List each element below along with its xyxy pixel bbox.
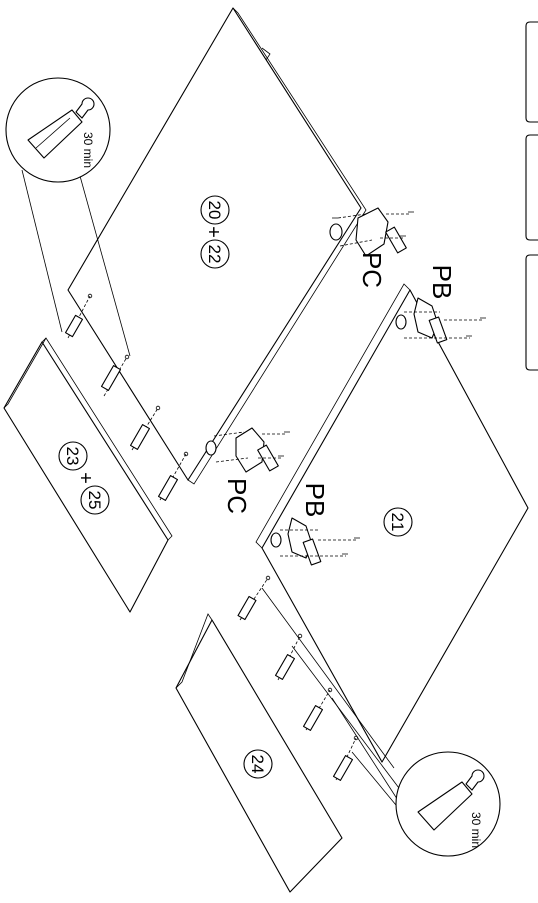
hinge-upper-right bbox=[329, 207, 414, 257]
glue-callout-bottom bbox=[261, 587, 501, 857]
glue-time: 30 min bbox=[81, 132, 95, 168]
hinge-lower-left bbox=[270, 517, 360, 566]
glue-time: 30 min bbox=[469, 812, 483, 848]
hinge-label: PB bbox=[427, 265, 457, 300]
dowel-icon bbox=[64, 314, 84, 338]
hinge-label: PC bbox=[222, 478, 252, 514]
side-tab-2 bbox=[525, 134, 538, 241]
part-number: 22 bbox=[205, 245, 224, 264]
dowel-icon bbox=[237, 595, 257, 621]
hinge-upper-left bbox=[205, 427, 290, 473]
part-number: 25 bbox=[85, 491, 104, 510]
side-tab-1 bbox=[525, 21, 538, 123]
label-lower-door: 21 bbox=[383, 507, 413, 537]
upper-dowels bbox=[64, 295, 187, 501]
hinge-lower-right bbox=[395, 297, 486, 344]
hinge-label: PB bbox=[300, 483, 330, 518]
label-upper-door: 20 + 22 bbox=[200, 195, 230, 269]
dowel-icon bbox=[157, 475, 179, 501]
plus-sign: + bbox=[74, 472, 96, 484]
side-tabs bbox=[525, 21, 538, 371]
glue-bottle-icon bbox=[417, 781, 473, 831]
dowel-icon bbox=[129, 424, 151, 450]
part-number: 21 bbox=[388, 513, 407, 532]
dowel-icon bbox=[274, 654, 296, 680]
dowel-icon bbox=[302, 705, 324, 731]
glue-callout-top bbox=[5, 77, 131, 357]
dowel-icon bbox=[332, 755, 354, 781]
glue-bottle-icon bbox=[27, 109, 83, 159]
plus-sign: + bbox=[202, 226, 224, 238]
part-number: 24 bbox=[248, 755, 267, 774]
label-upper-side: 23 + 25 bbox=[58, 441, 110, 515]
part-number: 23 bbox=[63, 447, 82, 466]
dowel-icon bbox=[100, 365, 122, 391]
hinge-label: PC bbox=[357, 252, 387, 288]
side-tab-3 bbox=[525, 254, 538, 371]
lower-dowels bbox=[237, 577, 357, 781]
part-number: 20 bbox=[205, 201, 224, 220]
label-lower-side: 24 bbox=[243, 749, 273, 779]
upper-side-panel bbox=[3, 337, 173, 613]
